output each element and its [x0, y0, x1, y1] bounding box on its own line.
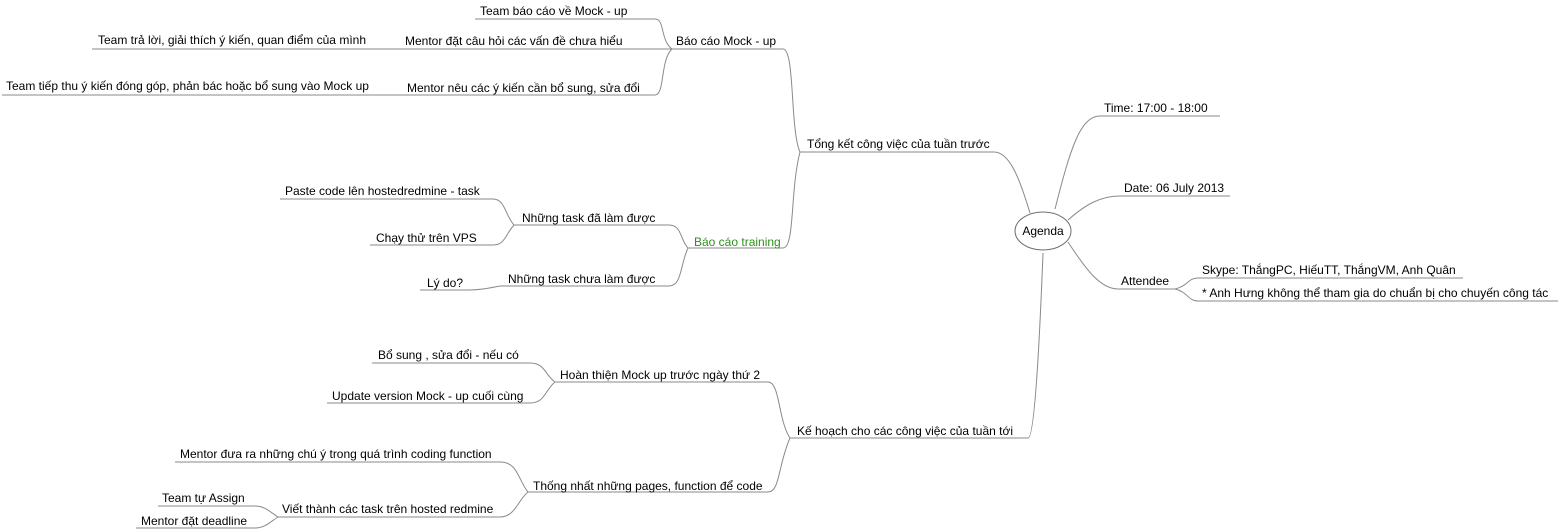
node-last-week[interactable]: Tổng kết công việc của tuần trước — [807, 137, 990, 151]
node-mentor-feedback[interactable]: Mentor nêu các ý kiến cần bổ sung, sửa đ… — [407, 81, 640, 95]
node-mockup-report[interactable]: Báo cáo Mock - up — [676, 34, 776, 48]
node-date[interactable]: Date: 06 July 2013 — [1124, 181, 1224, 195]
node-mentor-notes[interactable]: Mentor đưa ra những chú ý trong quá trìn… — [180, 447, 492, 461]
node-team-answer[interactable]: Team trả lời, giải thích ý kiến, quan đi… — [98, 33, 366, 47]
node-mentor-deadline[interactable]: Mentor đặt deadline — [141, 514, 247, 528]
node-write-tasks[interactable]: Viết thành các task trên hosted redmine — [282, 502, 494, 516]
node-tasks-done[interactable]: Những task đã làm được — [522, 211, 655, 225]
node-training-report[interactable]: Báo cáo training — [694, 235, 781, 249]
node-paste-code[interactable]: Paste code lên hostedredmine - task — [285, 184, 481, 198]
node-agree-pages[interactable]: Thống nhất những pages, function để code — [533, 479, 763, 493]
node-finish-mockup[interactable]: Hoàn thiện Mock up trước ngày thứ 2 — [560, 368, 760, 382]
node-run-vps[interactable]: Chạy thử trên VPS — [376, 231, 477, 245]
node-attendee-note[interactable]: * Anh Hưng không thể tham gia do chuẩn b… — [1202, 286, 1548, 300]
node-mentor-question[interactable]: Mentor đặt câu hỏi các vấn đề chưa hiểu — [405, 34, 623, 48]
node-attendee[interactable]: Attendee — [1121, 274, 1169, 288]
root-label: Agenda — [1022, 224, 1064, 238]
node-update-version[interactable]: Update version Mock - up cuối cùng — [332, 389, 523, 403]
connectors — [254, 18, 1199, 529]
node-team-report[interactable]: Team báo cáo về Mock - up — [480, 4, 628, 18]
node-team-assign[interactable]: Team tự Assign — [162, 491, 245, 505]
node-skype[interactable]: Skype: ThắngPC, HiếuTT, ThắngVM, Anh Quâ… — [1202, 262, 1456, 277]
root-node[interactable]: Agenda — [1014, 211, 1072, 251]
node-amend[interactable]: Bổ sung , sửa đổi - nếu có — [378, 348, 519, 362]
underlines — [2, 18, 1558, 529]
node-reason[interactable]: Lý do? — [427, 276, 463, 290]
node-time[interactable]: Time: 17:00 - 18:00 — [1104, 101, 1208, 115]
node-tasks-not-done[interactable]: Những task chưa làm được — [508, 272, 655, 286]
node-team-accept[interactable]: Team tiếp thu ý kiến đóng góp, phản bác … — [6, 79, 369, 93]
node-next-week[interactable]: Kế hoạch cho các công việc của tuần tới — [797, 424, 1013, 438]
